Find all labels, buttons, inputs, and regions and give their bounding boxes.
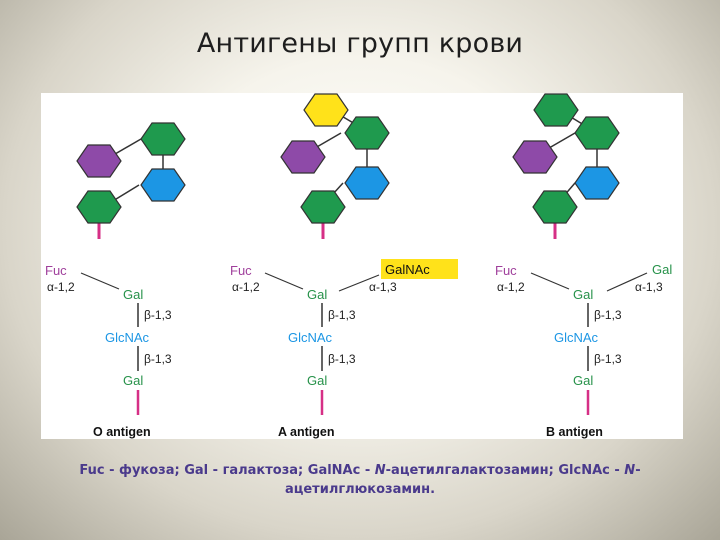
- slide-title: Антигены групп крови: [196, 28, 524, 59]
- o-gal-label: Gal: [123, 287, 143, 302]
- b-gal-base-hexagon: [532, 190, 578, 224]
- a-bond2: β-1,3: [328, 352, 356, 366]
- antigen-figure: Fuc α-1,2 Gal β-1,3 GlcNAc β-1,3 Gal O a…: [41, 93, 683, 439]
- o-bond2: β-1,3: [144, 352, 172, 366]
- a-hexagon-structure: [280, 93, 390, 239]
- b-glcnac-label: GlcNAc: [554, 330, 599, 345]
- b-fuc-label: Fuc: [495, 263, 517, 278]
- a-galnac-label: GalNAc: [385, 262, 430, 277]
- o-fuc-label: Fuc: [45, 263, 67, 278]
- b-gal-label: Gal: [573, 287, 593, 302]
- b-antigen-group: Fuc α-1,2 Gal α-1,3 Gal β-1,3 GlcNAc β-1…: [495, 93, 672, 439]
- b-glcnac-hexagon: [574, 166, 620, 200]
- a-fuc-label: Fuc: [230, 263, 252, 278]
- caption-n2: N: [624, 463, 636, 478]
- caption: Fuc - фукоза; Gal - галактоза; GalNAc - …: [60, 461, 660, 499]
- b-gal-top-hexagon: [533, 93, 579, 127]
- a-antigen-label: A antigen: [278, 425, 334, 439]
- o-gal-hexagon: [140, 122, 186, 156]
- o-glcnac-label: GlcNAc: [105, 330, 150, 345]
- o-bond1: β-1,3: [144, 308, 172, 322]
- b-bond1: β-1,3: [594, 308, 622, 322]
- o-fuc-hexagon: [76, 144, 122, 178]
- a-gal-base-hexagon: [300, 190, 346, 224]
- caption-part1: Fuc - фукоза; Gal - галактоза; GalNAc -: [79, 463, 375, 478]
- caption-part2: -ацетилгалактозамин; GlcNAc -: [385, 463, 625, 478]
- a-antigen-group: Fuc α-1,2 GalNAc α-1,3 Gal β-1,3 GlcNAc …: [230, 93, 458, 439]
- a-gal-label: Gal: [307, 287, 327, 302]
- a-galnac-hexagon: [303, 93, 349, 127]
- a-glcnac-hexagon: [344, 166, 390, 200]
- o-gal2-label: Gal: [123, 373, 143, 388]
- o-gal-base-hexagon: [76, 190, 122, 224]
- a-fuc-bond: α-1,2: [232, 280, 260, 294]
- b-extra-gal-label: Gal: [652, 262, 672, 277]
- a-gal2-label: Gal: [307, 373, 327, 388]
- a-galnac-highlight: [381, 259, 458, 279]
- b-gal-hexagon: [574, 116, 620, 150]
- b-bond2: β-1,3: [594, 352, 622, 366]
- o-antigen-label: O antigen: [93, 425, 151, 439]
- caption-part3: -ацетилглюкозамин.: [284, 463, 641, 497]
- b-fuc-hexagon: [512, 140, 558, 174]
- o-glcnac-hexagon: [140, 168, 186, 202]
- a-bond1: β-1,3: [328, 308, 356, 322]
- a-glcnac-label: GlcNAc: [288, 330, 333, 345]
- o-hexagon-structure: [76, 122, 186, 239]
- a-galnac-bond: α-1,3: [369, 280, 397, 294]
- caption-n1: N: [374, 463, 386, 478]
- b-fuc-bond: α-1,2: [497, 280, 525, 294]
- o-antigen-group: Fuc α-1,2 Gal β-1,3 GlcNAc β-1,3 Gal O a…: [45, 122, 186, 439]
- b-gal2-label: Gal: [573, 373, 593, 388]
- b-extra-bond: α-1,3: [635, 280, 663, 294]
- b-antigen-label: B antigen: [546, 425, 603, 439]
- o-fuc-bond: α-1,2: [47, 280, 75, 294]
- b-hexagon-structure: [512, 93, 620, 239]
